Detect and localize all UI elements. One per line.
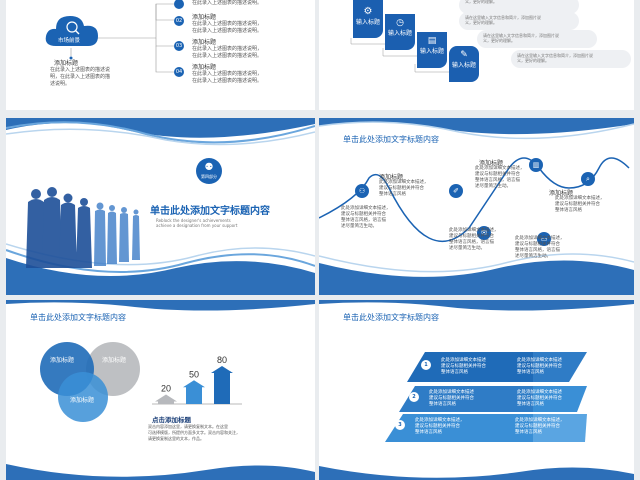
chart-value-label-1: 20	[161, 384, 171, 394]
mail-icon: ✉	[477, 226, 491, 240]
input-title-button-4[interactable]: ✎ 输入标题	[449, 46, 479, 82]
slide-section-four[interactable]: ⚉第四部分 单击此处添加文字标题内容 Reblock the designer'…	[6, 118, 315, 295]
chart-value-label-3: 80	[217, 355, 227, 365]
slide6-decoration	[319, 300, 634, 480]
block6-text: 此处添加详细文本描述， 建议与标题相关并符合 整体语言风格，语言描 述尽量简洁生…	[515, 236, 565, 259]
slide-circles-chart[interactable]: 单击此处添加文字标题内容 添加标题 添加标题 添加标题 20 50 80 点击添加标…	[6, 300, 315, 480]
step-badge-1	[174, 0, 184, 9]
slide-numbered-list[interactable]: 单击此处添加文字标题内容 1 此处添加详细文本描述 建议与标题相关并符合 整体语…	[319, 300, 634, 480]
slide-market-outlook[interactable]: 市场前景 在此录入上述图表的描述说明。 02 添加标题 在此录入上述图表的描述说…	[6, 0, 315, 110]
section-heading: 单击此处添加文字标题内容	[150, 206, 270, 217]
circles-heading: 单击此处添加文字标题内容	[30, 313, 126, 322]
item4-title: 添加标题	[192, 64, 217, 71]
paint-icon: ✐	[449, 184, 463, 198]
timeline-heading: 单击此处添加文字标题内容	[343, 135, 439, 144]
block3-text: 此处添加详细文本描述， 建议与标题相关并符合 整体语言风格	[555, 196, 605, 213]
item2-text: 在此录入上述图表的描述说明， 在此录入上述图表的描述说明。	[192, 21, 263, 34]
section-subtext: Reblock the designer's achievements achi…	[156, 218, 238, 228]
block4-text: 此处添加详细文本描述， 建议与标题相关并符合 整体语言风格，语言描 述尽量简洁生…	[341, 206, 391, 229]
slide1-connectors	[69, 3, 174, 73]
row2-right: 此处添加详细文本描述 建议与标题相关并符合 整体语言风格	[517, 390, 562, 407]
info-pill-4: 请在这里输入文字信息和简介，添加图片说 义，更好的理解。	[511, 50, 631, 68]
document-icon: ▤	[427, 36, 437, 46]
chart-bar-3	[211, 366, 233, 404]
input-title-button-2[interactable]: ◷ 输入标题	[385, 14, 415, 50]
row3-left: 此处添加详细文本描述， 建议与标题相关并符合 整体语言风格	[415, 418, 465, 435]
item3-title: 添加标题	[192, 39, 217, 46]
people-icon: ⚉第四部分	[196, 158, 222, 184]
bar-chart: 20 50 80	[152, 355, 242, 405]
wrench-icon: ✎	[460, 50, 468, 60]
block2-text: 此处添加详细文本描述， 建议与标题相关并符合 整体语言风格，语言描 述尽量简洁生…	[475, 166, 525, 189]
row3-right: 此处添加详细文本描述， 建议与标题相关并符合 整体语言风格	[515, 418, 565, 435]
clock-icon: ◷	[396, 18, 404, 28]
monitor-icon: ▭	[537, 232, 551, 246]
block5-text: 此处添加详细文本描述， 建议与标题相关并符合 整体语言风格，语言描 述尽量简洁生…	[449, 228, 499, 251]
item3-text: 在此录入上述图表的描述说明， 在此录入上述图表的描述说明。	[192, 46, 263, 59]
chart-subtitle: 点击添加标题	[152, 416, 191, 424]
info-pill-1: 义，更好的理解。	[459, 0, 579, 14]
chart-body: 双击内容添加这里，请更换复制文本。在这里 可选择模版，所提供方面多文字。双击内容…	[148, 424, 240, 441]
input-title-button-3[interactable]: ▤ 输入标题	[417, 32, 447, 68]
list-heading: 单击此处添加文字标题内容	[343, 313, 439, 322]
wave-decoration	[6, 118, 315, 295]
cloud-label: 市场前景	[58, 38, 81, 44]
people-icon: ⚇	[355, 184, 369, 198]
circle-light-label: 添加标题	[70, 397, 95, 404]
slide-input-steps[interactable]: 义，更好的理解。 请在这里输入文字信息和简介，添加图片说 义，更好的理解。 请在…	[319, 0, 634, 110]
block3-title: 添加标题	[549, 190, 574, 197]
left-item-title: 添加标题	[54, 60, 79, 67]
section-label: 第四部分	[201, 174, 217, 179]
chart-icon: ▥	[529, 158, 543, 172]
step-badge-4: 04	[174, 67, 184, 77]
step-badge-3: 03	[174, 41, 184, 51]
block1-text: 此处添加详细文本描述， 建议与标题相关并符合 整体语言风格	[379, 180, 429, 197]
info-pill-2: 请在这里输入文字信息和简介，添加图片说 义，更好的理解。	[459, 12, 579, 30]
block1-title: 添加标题	[379, 174, 404, 181]
chart-value-label-2: 50	[189, 369, 199, 379]
block2-title: 添加标题	[479, 160, 504, 167]
chart-bar-2	[183, 380, 205, 404]
row3-number: 3	[395, 420, 405, 430]
circle-dark-label: 添加标题	[50, 357, 75, 364]
item4-text: 在此录入上述图表的描述说明， 在此录入上述图表的描述说明。	[192, 71, 263, 84]
row1-number: 1	[421, 360, 431, 370]
chart-bar-1	[155, 394, 177, 404]
row2-left: 此处添加详细文本描述 建议与标题相关并符合 整体语言风格	[429, 390, 474, 407]
row1-left: 此处添加详细文本描述 建议与标题相关并符合 整体语言风格	[441, 358, 486, 375]
row2-number: 2	[409, 392, 419, 402]
wave-timeline-decoration	[319, 118, 634, 295]
row1-right: 此处添加详细文本描述 建议与标题相关并符合 整体语言风格	[517, 358, 562, 375]
step-connectors	[350, 38, 449, 73]
step-badge-2: 02	[174, 16, 184, 26]
info-pill-3: 请在这里输入文字信息和简介，添加图片说 义，更好的理解。	[477, 30, 597, 48]
input-title-button-1[interactable]: ⚙ 输入标题	[353, 0, 383, 38]
slide5-decoration	[6, 300, 315, 480]
item2-title: 添加标题	[192, 14, 217, 21]
search-icon: ⌕	[581, 172, 595, 186]
slide-wave-timeline[interactable]: 单击此处添加文字标题内容 ⚇ ✐ ▥ ⌕ ✉ ▭ 添加标题 此处添加详细文本描述…	[319, 118, 634, 295]
cloud-shape: 市场前景	[44, 10, 100, 48]
item1-text: 在此录入上述图表的描述说明。	[192, 0, 263, 6]
gear-icon: ⚙	[363, 6, 373, 17]
circle-gray-label: 添加标题	[102, 357, 127, 364]
left-item-text: 在此录入上述图表的描述说 明，在此录入上述图表的描 述说明。	[50, 67, 111, 87]
circle-light	[58, 372, 108, 422]
